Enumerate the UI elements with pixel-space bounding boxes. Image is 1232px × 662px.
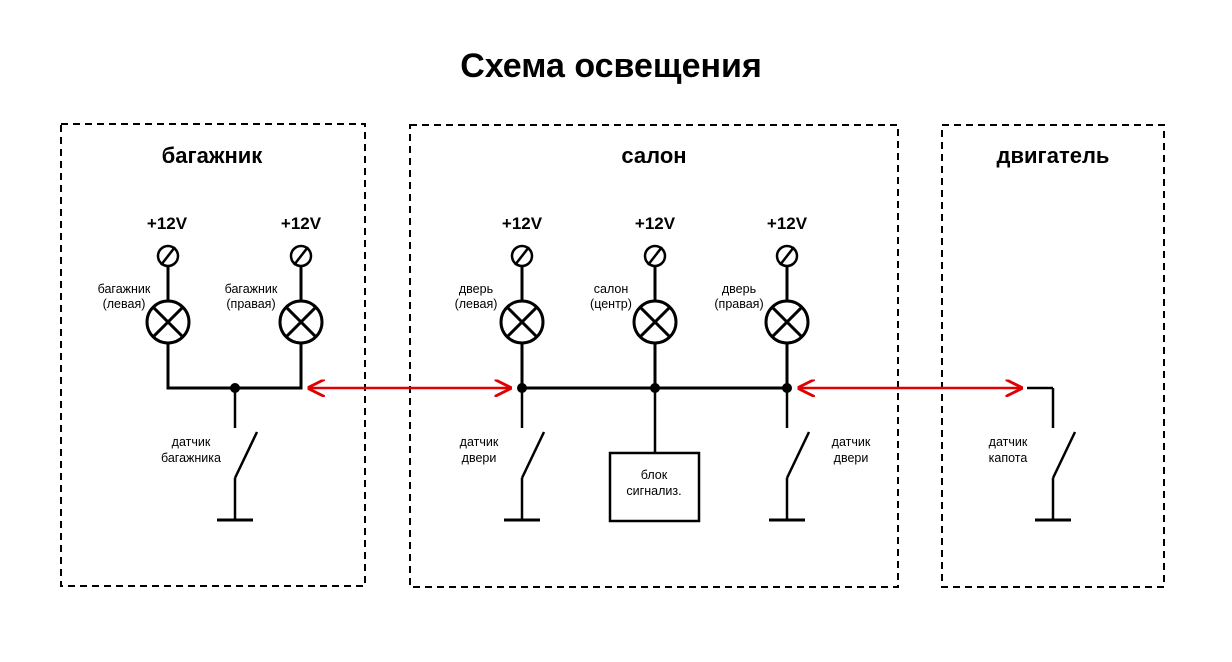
lamp-label-trunk-right-side: (правая): [226, 297, 275, 311]
terminal-icon: [775, 244, 799, 268]
lamp-icon: [278, 299, 324, 345]
diagram-title: Схема освещения: [460, 47, 762, 85]
switch-contact: [785, 431, 811, 479]
supply-label: +12V: [635, 214, 676, 233]
lamp-label-door-right-side: (правая): [714, 297, 763, 311]
switch-contact: [233, 431, 259, 479]
lamp-icon: [499, 299, 545, 345]
engine-section-title: двигатель: [997, 143, 1110, 168]
switch-contact: [1051, 431, 1077, 479]
trunk-section-box: [60, 123, 366, 587]
lamp-icon: [145, 299, 191, 345]
supply-label: +12V: [502, 214, 543, 233]
switch-contact: [520, 431, 546, 479]
lamp-label-door-left: дверь: [459, 282, 493, 296]
cabin-section-title: салон: [621, 143, 686, 168]
terminal-icon: [156, 244, 180, 268]
terminal-icon: [643, 244, 667, 268]
alarm-unit-box: [608, 451, 701, 523]
supply-label: +12V: [147, 214, 188, 233]
terminal-icon: [510, 244, 534, 268]
alarm-unit-label-name: сигнализ.: [626, 484, 681, 498]
sensor-label-door-right: датчик: [832, 435, 871, 449]
lamp-label-trunk-left: багажник: [98, 282, 151, 296]
sensor-label-door-right-name: двери: [834, 451, 869, 465]
engine-section-box: [941, 124, 1165, 588]
trunk-section-title: багажник: [162, 143, 264, 168]
terminal-icon: [289, 244, 313, 268]
cabin-section-box: [409, 124, 899, 588]
lamp-label-cabin-center-pos: (центр): [590, 297, 632, 311]
supply-label: +12V: [281, 214, 322, 233]
sensor-label-trunk-name: багажника: [161, 451, 221, 465]
lamp-icon: [764, 299, 810, 345]
sensor-label-hood-name: капота: [989, 451, 1028, 465]
lamp-label-door-left-side: (левая): [455, 297, 498, 311]
sensor-label-door-left-name: двери: [462, 451, 497, 465]
lamp-label-trunk-right: багажник: [225, 282, 278, 296]
sensor-label-door-left: датчик: [460, 435, 499, 449]
sensor-label-hood: датчик: [989, 435, 1028, 449]
sensor-label-trunk: датчик: [172, 435, 211, 449]
supply-label: +12V: [767, 214, 808, 233]
lamp-label-trunk-left-side: (левая): [103, 297, 146, 311]
alarm-unit-label: блок: [641, 468, 668, 482]
lamp-label-cabin-center: салон: [594, 282, 629, 296]
lamp-icon: [632, 299, 678, 345]
lamp-label-door-right: дверь: [722, 282, 756, 296]
